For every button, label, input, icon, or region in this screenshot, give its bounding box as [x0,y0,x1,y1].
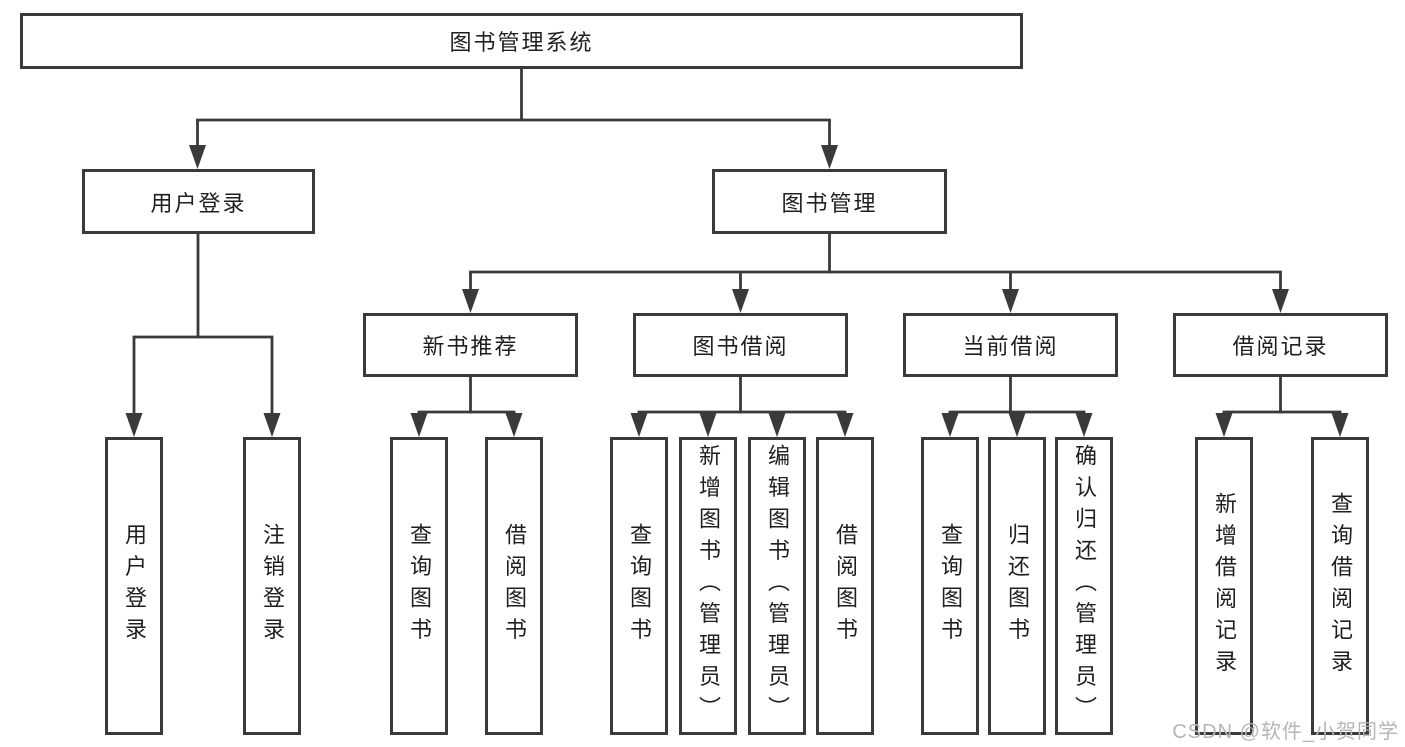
arrowhead-icon [1075,413,1093,437]
leaf-query-book-recommend-label: 查询图书 [407,523,432,649]
connector-borrow-record-children [1215,377,1349,437]
leaf-edit-book-admin-label: 编辑图书（管理员） [765,444,790,728]
arrowhead-icon [1215,413,1233,437]
arrowhead-icon [1002,289,1019,313]
leaf-user-login: 用户登录 [105,437,163,735]
node-user-login: 用户登录 [82,169,315,234]
node-user-login-label: 用户登录 [150,190,247,216]
arrowhead-icon [125,413,143,437]
leaf-query-book-current: 查询图书 [921,437,979,735]
node-book-borrow: 图书借阅 [633,313,848,377]
leaf-query-borrow-record: 查询借阅记录 [1311,437,1369,735]
leaf-logout-label: 注销登录 [260,523,285,649]
leaf-query-borrow-record-label: 查询借阅记录 [1328,491,1353,681]
leaf-query-book-current-label: 查询图书 [938,523,963,649]
arrowhead-icon [410,413,428,437]
leaf-add-borrow-record-label: 新增借阅记录 [1212,491,1237,681]
leaf-return-book-label: 归还图书 [1005,523,1030,649]
connector-user-login-children [125,234,281,437]
arrowhead-icon [941,413,959,437]
leaf-add-book-admin: 新增图书（管理员） [679,437,737,735]
leaf-borrow-book-recommend: 借阅图书 [485,437,543,735]
connector-root-to-level2 [189,69,838,169]
arrowhead-icon [189,145,206,169]
arrowhead-icon [699,413,717,437]
node-borrow-record-label: 借阅记录 [1232,334,1329,359]
watermark: CSDN @软件_小贺同学 [1172,721,1399,743]
leaf-query-book-borrow: 查询图书 [610,437,668,735]
arrowhead-icon [1331,413,1349,437]
arrowhead-icon [630,413,648,437]
connector-book-management-children [462,234,1289,313]
node-current-borrow-label: 当前借阅 [962,334,1059,359]
leaf-edit-book-admin: 编辑图书（管理员） [748,437,806,735]
leaf-return-book: 归还图书 [988,437,1046,735]
node-root: 图书管理系统 [20,13,1023,69]
node-root-label: 图书管理系统 [449,30,594,55]
leaf-query-book-recommend: 查询图书 [390,437,448,735]
connector-new-book-recommend-children [410,377,523,437]
leaf-confirm-return-admin-label: 确认归还（管理员） [1072,444,1097,728]
leaf-logout: 注销登录 [243,437,301,735]
connector-book-borrow-children [630,377,854,437]
connector-current-borrow-children [941,377,1093,437]
node-book-borrow-label: 图书借阅 [692,334,789,359]
arrowhead-icon [821,145,838,169]
arrowhead-icon [462,289,479,313]
leaf-borrow-book-label: 借阅图书 [833,523,858,649]
arrowhead-icon [768,413,786,437]
leaf-add-borrow-record: 新增借阅记录 [1195,437,1253,735]
leaf-borrow-book: 借阅图书 [816,437,874,735]
leaf-add-book-admin-label: 新增图书（管理员） [696,444,721,728]
node-book-management: 图书管理 [712,169,947,234]
arrowhead-icon [1272,289,1289,313]
node-borrow-record: 借阅记录 [1173,313,1388,377]
leaf-query-book-borrow-label: 查询图书 [627,523,652,649]
node-current-borrow: 当前借阅 [903,313,1118,377]
node-book-management-label: 图书管理 [781,190,878,216]
arrowhead-icon [732,289,749,313]
arrowhead-icon [505,413,523,437]
arrowhead-icon [263,413,281,437]
node-new-book-recommend-label: 新书推荐 [422,334,519,359]
node-new-book-recommend: 新书推荐 [363,313,578,377]
leaf-confirm-return-admin: 确认归还（管理员） [1055,437,1113,735]
arrowhead-icon [836,413,854,437]
leaf-user-login-label: 用户登录 [122,523,147,649]
leaf-borrow-book-recommend-label: 借阅图书 [502,523,527,649]
arrowhead-icon [1008,413,1026,437]
